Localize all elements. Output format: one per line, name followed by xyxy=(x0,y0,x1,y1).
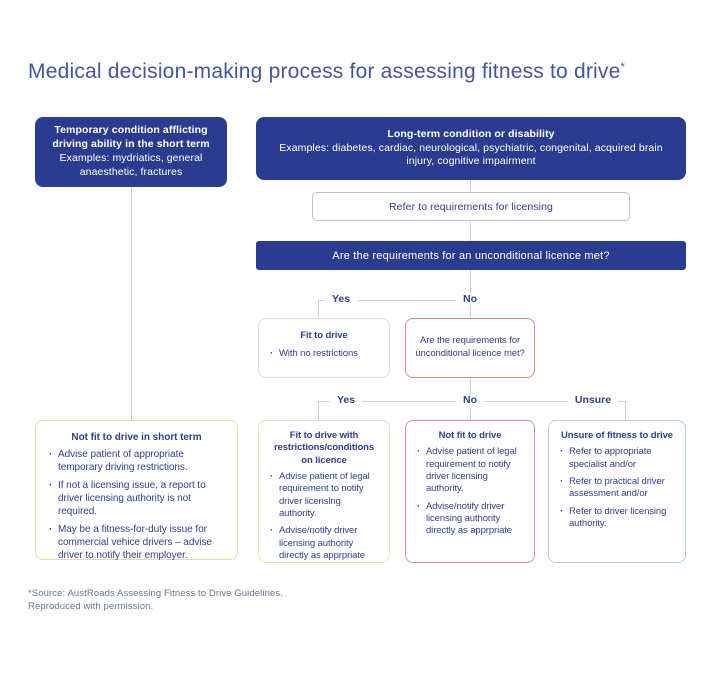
branch2-no-label: No xyxy=(456,394,484,406)
fit-with-restrictions-box: Fit to drive with restrictions/condition… xyxy=(258,420,390,563)
fit-to-drive-title: Fit to drive xyxy=(300,330,348,341)
list-item: If not a licensing issue, a report to dr… xyxy=(47,479,226,518)
list-item: Refer to driver licensing authority. xyxy=(558,506,676,531)
unconditional-licence-question2-text: Are the requirements for unconditional l… xyxy=(415,335,525,359)
branch1-no-label: No xyxy=(456,293,484,305)
unsure-fitness-title: Unsure of fitness to drive xyxy=(561,430,673,441)
list-item: May be a fitness-for-duty issue for comm… xyxy=(47,523,226,562)
unconditional-licence-question-text: Are the requirements for an unconditiona… xyxy=(332,249,610,262)
fit-to-drive-bullets: With no restrictions xyxy=(268,348,380,361)
not-fit-short-term-box: Not fit to drive in short term Advise pa… xyxy=(35,420,238,562)
unsure-fitness-bullets: Refer to appropriate specialist and/or R… xyxy=(558,446,676,530)
temporary-condition-title: Temporary condition afflicting driving a… xyxy=(52,124,210,151)
page-title: Medical decision-making process for asse… xyxy=(28,60,688,84)
connector-branch1-yes-elbow xyxy=(318,300,319,318)
not-fit-to-drive-title: Not fit to drive xyxy=(438,430,502,441)
source-footnote-line2: Reproduced with permission. xyxy=(28,600,154,612)
list-item: Advise patient of legal requirement to n… xyxy=(268,471,380,520)
unconditional-licence-question-bar: Are the requirements for an unconditiona… xyxy=(256,241,686,270)
unconditional-licence-question2-box: Are the requirements for unconditional l… xyxy=(405,318,535,378)
branch2-yes-label: Yes xyxy=(329,394,363,406)
fit-to-drive-box: Fit to drive With no restrictions xyxy=(258,318,390,378)
source-footnote: *Source: AustRoads Assessing Fitness to … xyxy=(28,588,283,614)
connector-longterm-down xyxy=(470,180,471,192)
list-item: Advise/notify driver licensing authority… xyxy=(268,525,380,562)
page-title-asterisk: * xyxy=(620,61,625,73)
branch1-yes-label: Yes xyxy=(324,293,358,305)
refer-requirements-box: Refer to requirements for licensing xyxy=(312,192,630,221)
list-item: Advise patient of legal requirement to n… xyxy=(415,446,525,495)
longterm-condition-title: Long-term condition or disability xyxy=(387,127,555,140)
list-item: Refer to practical driver assessment and… xyxy=(558,476,676,501)
fit-with-restrictions-bullets: Advise patient of legal requirement to n… xyxy=(268,471,380,562)
unsure-fitness-box: Unsure of fitness to drive Refer to appr… xyxy=(548,420,686,563)
longterm-condition-box: Long-term condition or disability Exampl… xyxy=(256,117,686,180)
not-fit-to-drive-bullets: Advise patient of legal requirement to n… xyxy=(415,446,525,537)
list-item: Advise/notify driver licensing authority… xyxy=(415,501,525,538)
page-title-text: Medical decision-making process for asse… xyxy=(28,60,621,83)
longterm-condition-examples: Examples: diabetes, cardiac, neurologica… xyxy=(279,141,663,168)
list-item: With no restrictions xyxy=(268,348,380,361)
branch2-unsure-label: Unsure xyxy=(567,394,619,406)
source-footnote-line1: *Source: AustRoads Assessing Fitness to … xyxy=(28,588,283,599)
temporary-condition-box: Temporary condition afflicting driving a… xyxy=(35,117,227,187)
fit-with-restrictions-title: Fit to drive with restrictions/condition… xyxy=(273,430,375,466)
list-item: Advise patient of appropriate temporary … xyxy=(47,448,226,474)
connector-temporary-down xyxy=(131,187,132,420)
refer-requirements-label: Refer to requirements for licensing xyxy=(389,200,553,213)
not-fit-short-term-bullets: Advise patient of appropriate temporary … xyxy=(47,448,226,562)
connector-branch2-unsure-elbow xyxy=(625,401,626,420)
connector-branch1-horizontal xyxy=(318,300,470,301)
connector-branch2-yes-elbow xyxy=(318,401,319,420)
connector-refer-down xyxy=(470,221,471,241)
not-fit-short-term-title: Not fit to drive in short term xyxy=(71,432,202,443)
list-item: Refer to appropriate specialist and/or xyxy=(558,446,676,471)
not-fit-to-drive-box: Not fit to drive Advise patient of legal… xyxy=(405,420,535,563)
temporary-condition-examples: Examples: mydriatics, general anaestheti… xyxy=(59,152,203,178)
